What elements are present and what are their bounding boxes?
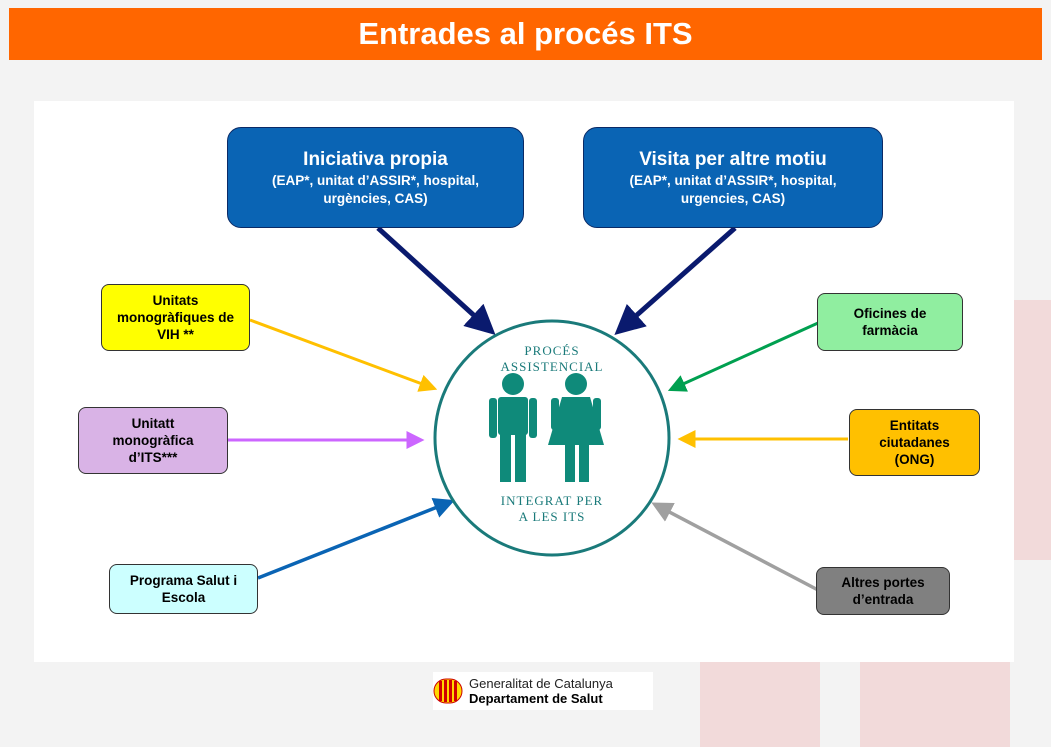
center-top-text: PROCÉS ASSISTENCIAL — [500, 343, 604, 374]
arrow-visita — [614, 226, 737, 335]
page-title: Entrades al procés ITS — [9, 8, 1042, 60]
footer-line-2: Departament de Salut — [469, 691, 603, 706]
arrow-farmacia — [667, 321, 819, 392]
generalitat-logo-icon — [433, 678, 463, 704]
box-entitats-ong: Entitats ciutadanes (ONG) — [849, 409, 980, 476]
box-iniciativa-propia: Iniciativa propia (EAP*, unitat d’ASSIR*… — [227, 127, 524, 228]
box-salut-escola: Programa Salut i Escola — [109, 564, 258, 614]
background-decoration — [860, 662, 1010, 747]
arrow-iniciativa — [376, 226, 496, 336]
box-subtitle: (EAP*, unitat d’ASSIR*, hospital, urgènc… — [271, 172, 479, 206]
box-title: Iniciativa propia — [303, 148, 448, 170]
arrow-escola — [257, 498, 455, 580]
box-farmacia: Oficines de farmàcia — [817, 293, 963, 351]
arrow-vih — [249, 318, 438, 392]
box-subtitle: (EAP*, unitat d’ASSIR*, hospital, urgenc… — [629, 172, 837, 206]
background-decoration — [1010, 300, 1051, 560]
center-bottom-text: INTEGRAT PER A LES ITS — [500, 493, 604, 524]
box-altres-portes: Altres portes d’entrada — [816, 567, 950, 615]
man-figure-icon — [489, 373, 537, 482]
background-decoration — [700, 662, 820, 747]
woman-figure-icon — [548, 373, 604, 482]
box-title: Visita per altre motiu — [639, 148, 827, 170]
box-unitats-vih: Unitats monogràfiques de VIH ** — [101, 284, 250, 351]
box-unitat-its: Unitatt monogràfica d’ITS*** — [78, 407, 228, 474]
footer-logo: Generalitat de Catalunya Departament de … — [433, 672, 653, 710]
arrow-altres — [651, 502, 819, 592]
footer-line-1: Generalitat de Catalunya — [469, 676, 613, 691]
box-visita-altre-motiu: Visita per altre motiu (EAP*, unitat d’A… — [583, 127, 883, 228]
